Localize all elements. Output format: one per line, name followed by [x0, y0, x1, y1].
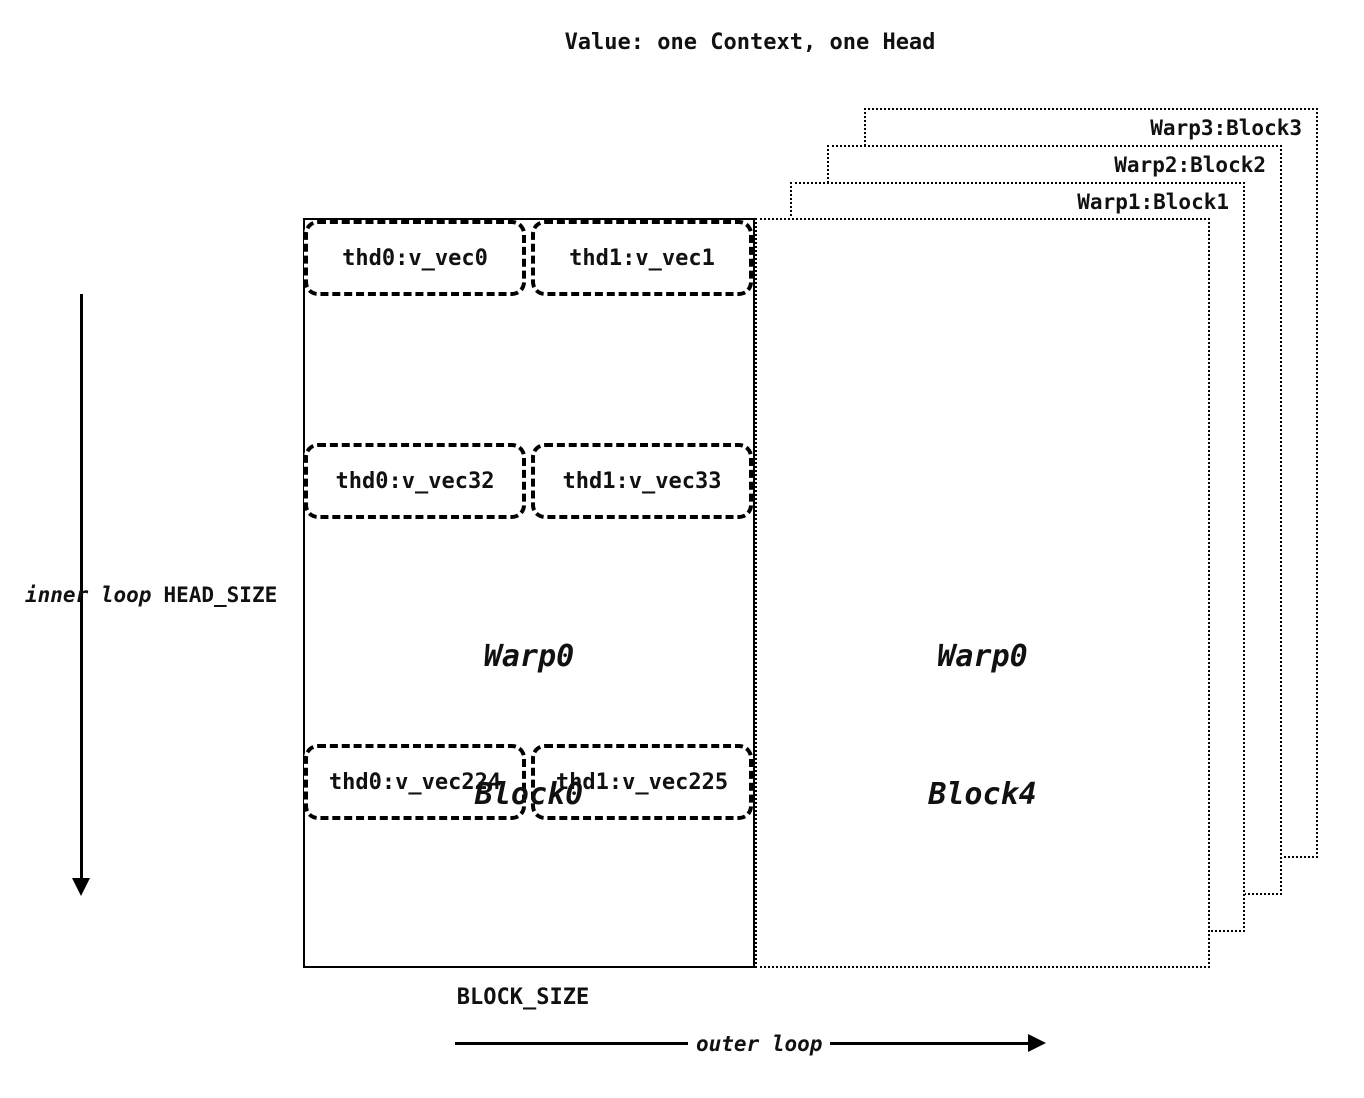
thread-cell: thd0:v_vec224 — [304, 744, 526, 820]
thread-cell: thd0:v_vec32 — [304, 443, 526, 519]
arrowhead-right-icon — [1028, 1034, 1046, 1052]
thread-cell: thd1:v_vec1 — [531, 220, 753, 296]
front-block-label-line2: Block4 — [928, 777, 1037, 812]
thread-cell: thd1:v_vec33 — [531, 443, 753, 519]
main-block-warp0-block0 — [303, 218, 755, 968]
thread-cell: thd1:v_vec225 — [531, 744, 753, 820]
front-block-warp0-block4 — [755, 218, 1210, 968]
thread-cell: thd0:v_vec0 — [304, 220, 526, 296]
diagram-title: Value: one Context, one Head — [564, 30, 936, 55]
outer-loop-label: outer loop — [688, 1032, 831, 1056]
inner-loop-label: inner loop — [25, 583, 152, 607]
stacked-block-warp3-label: Warp3:Block3 — [1150, 116, 1302, 140]
front-block-label-line1: Warp0 — [937, 639, 1028, 674]
head-size-label: HEAD_SIZE — [163, 583, 278, 607]
inner-loop-arrow-line — [80, 294, 83, 878]
block-size-label: BLOCK_SIZE — [456, 985, 590, 1010]
inner-loop-axis-label: inner loop HEAD_SIZE — [25, 583, 277, 607]
stacked-block-warp2-label: Warp2:Block2 — [1114, 153, 1266, 177]
front-block-label: Warp0 Block4 — [755, 542, 1210, 910]
arrowhead-down-icon — [72, 878, 90, 896]
stacked-block-warp1-label: Warp1:Block1 — [1077, 190, 1229, 214]
main-block-label-line1: Warp0 — [483, 639, 575, 674]
main-block-label: Warp0 Block0 — [303, 542, 755, 910]
main-block-label-line2: Block0 — [474, 777, 584, 812]
